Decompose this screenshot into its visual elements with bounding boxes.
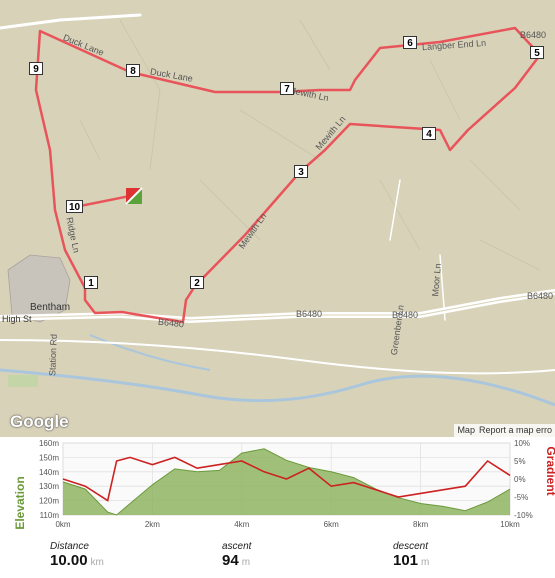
x-tick-label: 2km	[145, 520, 160, 529]
x-tick-label: 0km	[55, 520, 70, 529]
distance-value: 10.00	[50, 552, 88, 569]
map-view[interactable]: Duck Lane Duck Lane Langber End Ln Mewit…	[0, 0, 555, 437]
waypoint-2[interactable]: 2	[190, 276, 204, 289]
road-label: B6480	[392, 310, 419, 320]
y2-tick-label: 0%	[514, 475, 526, 484]
waypoint-3[interactable]: 3	[294, 165, 308, 178]
x-tick-label: 6km	[324, 520, 339, 529]
ascent-value: 94	[222, 552, 239, 569]
gradient-line	[62, 456, 511, 502]
map-data-link[interactable]: Map	[457, 425, 475, 435]
waypoint-6[interactable]: 6	[403, 36, 417, 49]
waypoint-10[interactable]: 10	[66, 200, 83, 213]
waypoint-8[interactable]: 8	[126, 64, 140, 77]
y-tick-label: 150m	[39, 453, 59, 462]
ascent-unit: m	[241, 557, 251, 568]
map-canvas[interactable]	[0, 0, 555, 437]
distance-unit: km	[90, 557, 104, 568]
y-tick-label: 110m	[40, 511, 60, 520]
road-label: B6480	[527, 291, 554, 301]
place-label: Bentham	[30, 302, 71, 313]
waypoint-5[interactable]: 5	[530, 46, 544, 59]
y2-tick-label: 10%	[514, 439, 530, 448]
waypoint-7[interactable]: 7	[280, 82, 294, 95]
report-map-error-link[interactable]: Report a map erro	[478, 425, 552, 435]
y-tick-label: 160m	[39, 439, 59, 448]
distance-label: Distance	[50, 541, 89, 552]
y-tick-label: 140m	[39, 468, 59, 477]
y2-tick-label: -5%	[514, 493, 528, 502]
descent-label: descent	[393, 541, 429, 552]
y-tick-label: 120m	[39, 497, 59, 506]
elevation-area	[63, 448, 510, 515]
gradient-axis-label: Gradient	[544, 446, 555, 495]
y2-tick-label: -10%	[514, 511, 533, 520]
street-label: High St	[2, 314, 32, 324]
road-label: B6480	[296, 309, 323, 319]
waypoint-9[interactable]: 9	[29, 62, 43, 75]
waypoint-4[interactable]: 4	[422, 127, 436, 140]
x-tick-label: 8km	[413, 520, 428, 529]
road-label: Station Rd	[47, 333, 59, 377]
waypoint-1[interactable]: 1	[84, 276, 98, 289]
descent-value: 101	[393, 552, 419, 569]
map-footer: Map Report a map erro	[454, 424, 555, 437]
google-logo: Google	[10, 412, 69, 431]
ascent-label: ascent	[222, 541, 252, 552]
road-label: B6480	[520, 30, 547, 40]
y-tick-label: 130m	[39, 482, 59, 491]
y2-tick-label: 5%	[514, 457, 526, 466]
elevation-axis-label: Elevation	[13, 476, 27, 529]
elevation-line	[62, 448, 511, 516]
descent-unit: m	[421, 557, 430, 568]
x-tick-label: 10km	[500, 520, 520, 529]
x-tick-label: 4km	[234, 520, 249, 529]
